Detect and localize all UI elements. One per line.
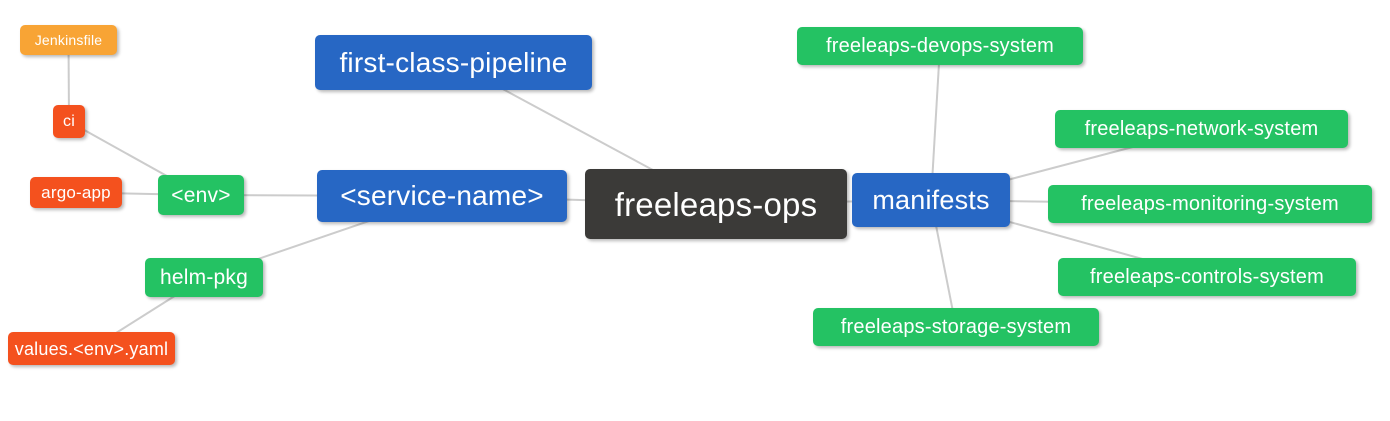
node-label: helm-pkg: [160, 266, 248, 289]
node-devops-system[interactable]: freeleaps-devops-system: [797, 27, 1083, 65]
node-label: Jenkinsfile: [34, 32, 103, 48]
node-values-env-yaml[interactable]: values.<env>.yaml: [8, 332, 175, 365]
node-ci[interactable]: ci: [53, 105, 85, 138]
node-label: <env>: [171, 183, 231, 207]
node-storage-system[interactable]: freeleaps-storage-system: [813, 308, 1099, 346]
node-label: freeleaps-devops-system: [825, 35, 1055, 57]
node-monitoring-system[interactable]: freeleaps-monitoring-system: [1048, 185, 1372, 223]
node-label: freeleaps-monitoring-system: [1081, 193, 1339, 215]
node-label: freeleaps-ops: [614, 185, 818, 223]
node-helm-pkg[interactable]: helm-pkg: [145, 258, 263, 297]
node-label: manifests: [872, 184, 990, 215]
node-network-system[interactable]: freeleaps-network-system: [1055, 110, 1348, 148]
node-label: argo-app: [41, 183, 111, 202]
node-label: <service-name>: [340, 180, 544, 211]
node-label: freeleaps-network-system: [1084, 118, 1319, 140]
node-freeleaps-ops[interactable]: freeleaps-ops: [585, 169, 847, 239]
node-label: freeleaps-storage-system: [840, 316, 1072, 338]
node-manifests[interactable]: manifests: [852, 173, 1010, 227]
node-label: freeleaps-controls-system: [1090, 266, 1324, 288]
node-label: first-class-pipeline: [339, 46, 568, 78]
node-label: values.<env>.yaml: [14, 338, 169, 359]
node-first-class-pipeline[interactable]: first-class-pipeline: [315, 35, 592, 90]
node-service-name[interactable]: <service-name>: [317, 170, 567, 222]
node-controls-system[interactable]: freeleaps-controls-system: [1058, 258, 1356, 296]
node-env[interactable]: <env>: [158, 175, 244, 215]
node-label: ci: [63, 112, 75, 130]
node-argo-app[interactable]: argo-app: [30, 177, 122, 208]
node-jenkinsfile[interactable]: Jenkinsfile: [20, 25, 117, 55]
